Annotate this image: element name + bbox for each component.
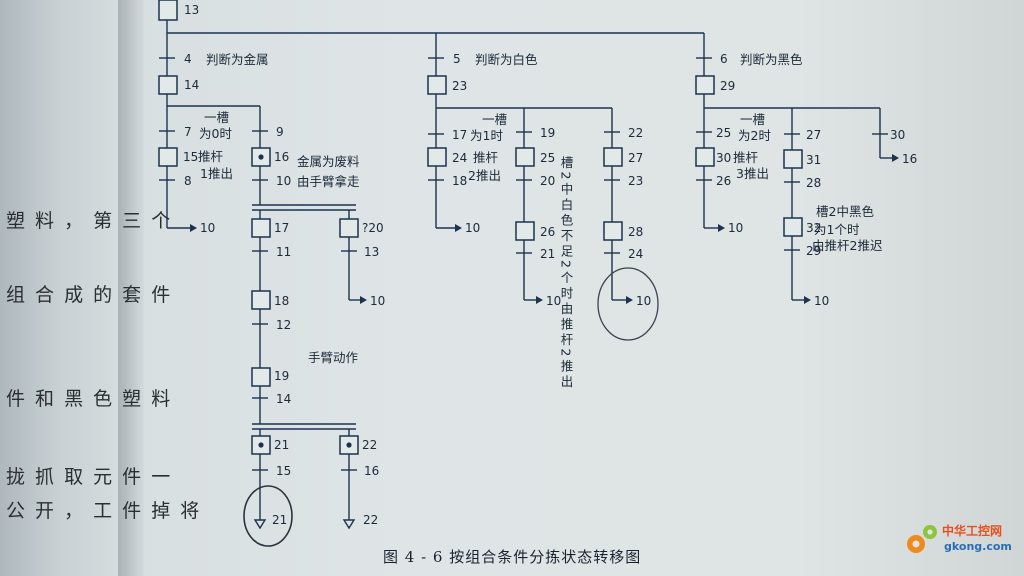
gear-icon xyxy=(907,525,937,553)
book-gutter xyxy=(118,0,144,576)
jump-label-i: 10 xyxy=(814,294,829,308)
label-black-push3-b: 3推出 xyxy=(736,166,769,181)
step-30-label: 30 xyxy=(716,151,731,165)
step-15-label: 15 xyxy=(183,150,198,164)
transition-15: 15 xyxy=(276,464,291,478)
transition-17: 17 xyxy=(452,128,467,142)
transition-7: 7 xyxy=(184,125,192,139)
step-21-label: 21 xyxy=(274,438,289,452)
jump-label-e: 10 xyxy=(465,221,480,235)
transition-10: 10 xyxy=(276,174,291,188)
jump-label-j: 16 xyxy=(902,152,917,166)
transition-30: 30 xyxy=(890,128,905,142)
jump-label-g: 10 xyxy=(636,294,651,308)
step-17-label: 17 xyxy=(274,221,289,235)
transition-4: 4 xyxy=(184,52,192,66)
transition-28: 28 xyxy=(806,176,821,190)
step-31-label: 31 xyxy=(806,153,821,167)
step-23-label: 23 xyxy=(452,79,467,93)
transition-27: 27 xyxy=(806,128,821,142)
transition-22: 22 xyxy=(628,126,643,140)
jump-label-c: 22 xyxy=(363,513,378,527)
label-black-push3-a: 推杆 xyxy=(733,150,759,165)
label-scrap-a: 金属为废料 xyxy=(297,154,360,169)
step-13-label: 13 xyxy=(184,3,199,17)
label-black-slot1-b: 为2时 xyxy=(738,128,771,143)
transition-5: 5 xyxy=(453,52,461,66)
left-page-line-4: 拢 抓 取 元 件 一 xyxy=(6,466,173,488)
jump-label-h: 10 xyxy=(728,221,743,235)
left-page-line-2: 组 合 成 的 套 件 xyxy=(6,284,173,306)
transition-16: 16 xyxy=(364,464,379,478)
watermark-title: 中华工控网 xyxy=(942,524,1003,538)
transition-19: 19 xyxy=(540,126,555,140)
step-29-label: 29 xyxy=(720,79,735,93)
transition-14: 14 xyxy=(276,392,291,406)
transition-13: 13 xyxy=(364,245,379,259)
watermark-url: gkong.com xyxy=(944,540,1012,553)
transition-9: 9 xyxy=(276,125,284,139)
transition-8: 8 xyxy=(184,174,192,188)
step-25-label: 25 xyxy=(540,151,555,165)
label-white-push2-a: 推杆 xyxy=(473,150,499,165)
step-28-label: 28 xyxy=(628,225,643,239)
label-white-slot1-a: 一槽 xyxy=(482,112,507,127)
step-22-label: 22 xyxy=(362,438,377,452)
step-24-label: 24 xyxy=(452,151,467,165)
transition-21: 21 xyxy=(540,247,555,261)
transition-23: 23 xyxy=(628,174,643,188)
label-slot1-a: 一槽 xyxy=(204,110,229,125)
label-black-slot2-c: 由推杆2推迟 xyxy=(812,238,883,253)
step-20-label: ?20 xyxy=(362,221,384,235)
label-metal: 判断为金属 xyxy=(206,52,269,67)
label-black-slot1-a: 一槽 xyxy=(740,112,765,127)
jump-label-f: 10 xyxy=(546,294,561,308)
label-push1-b: 1推出 xyxy=(200,166,233,181)
label-white-slot1-b: 为1时 xyxy=(470,128,503,143)
label-black-slot2-a: 槽2中黑色 xyxy=(816,204,874,219)
transition-6: 6 xyxy=(720,52,728,66)
transition-11: 11 xyxy=(276,245,291,259)
transition-12: 12 xyxy=(276,318,291,332)
step-14-label: 14 xyxy=(184,78,199,92)
jump-label-a: 10 xyxy=(200,221,215,235)
transition-20: 20 xyxy=(540,174,555,188)
watermark: 中华工控网 gkong.com xyxy=(900,516,1020,572)
label-black: 判断为黑色 xyxy=(740,52,803,67)
step-18-label: 18 xyxy=(274,294,289,308)
label-arm: 手臂动作 xyxy=(308,350,359,365)
step-32-label: 32 xyxy=(806,221,821,235)
step-26-label: 26 xyxy=(540,225,555,239)
step-27-label: 27 xyxy=(628,151,643,165)
left-page-line-5: 公 开 ， 工 件 掉 将 xyxy=(6,500,202,522)
label-black-slot2-b: 为1个时 xyxy=(814,222,860,237)
step-16-label: 16 xyxy=(274,150,289,164)
label-push1-a: 推杆 xyxy=(198,149,224,164)
transition-25: 25 xyxy=(716,126,731,140)
transition-18: 18 xyxy=(452,174,467,188)
label-scrap-b: 由手臂拿走 xyxy=(297,174,360,189)
transition-24: 24 xyxy=(628,247,643,261)
jump-label-b: 21 xyxy=(272,513,287,527)
label-white-push2-b: 2推出 xyxy=(468,168,501,183)
transition-26: 26 xyxy=(716,174,731,188)
figure-caption: 图 4 - 6 按组合条件分拣状态转移图 xyxy=(383,548,642,566)
transition-29: 29 xyxy=(806,244,821,258)
jump-label-d: 10 xyxy=(370,294,385,308)
left-page-line-3: 件 和 黑 色 塑 料 xyxy=(6,388,173,410)
left-page-line-1: 塑 料 ， 第 三 个 xyxy=(6,210,173,232)
step-19-label: 19 xyxy=(274,369,289,383)
label-slot1-b: 为0时 xyxy=(199,126,232,141)
label-white: 判断为白色 xyxy=(475,52,538,67)
label-white-vertical: 槽2中白色不足2个时由推杆2推出 xyxy=(559,156,574,390)
